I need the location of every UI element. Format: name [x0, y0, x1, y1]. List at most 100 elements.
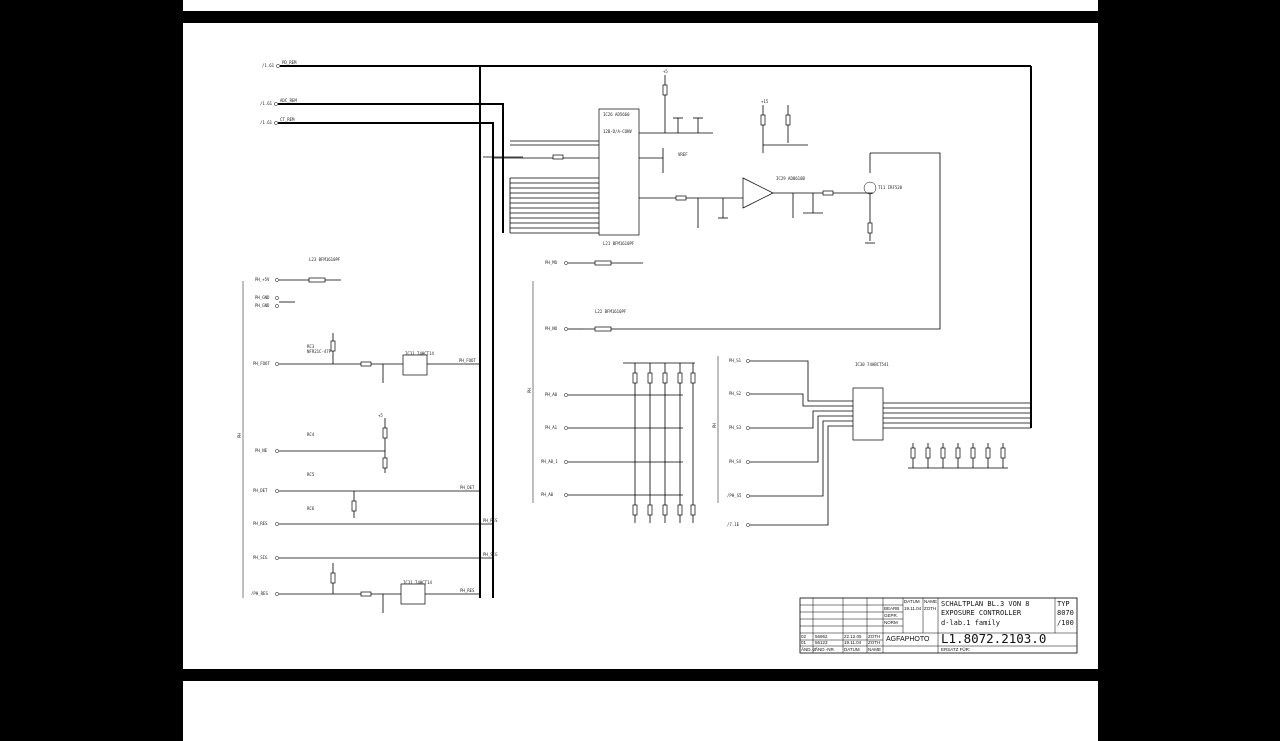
svg-text:d-lab.1 family: d-lab.1 family	[941, 619, 1000, 627]
svg-text:ÄND.-NR.: ÄND.-NR.	[815, 646, 835, 652]
svg-text:PH_+5V: PH_+5V	[255, 277, 270, 282]
svg-text:PH: PH	[712, 423, 717, 428]
svg-text:/PH_RES: /PH_RES	[251, 591, 268, 596]
svg-text:8070: 8070	[1057, 609, 1074, 617]
input-ph-det: PH_DET PH_DET	[253, 485, 480, 518]
svg-text:TYP: TYP	[1057, 600, 1070, 608]
svg-text:IC30 74ABCT541: IC30 74ABCT541	[855, 362, 889, 367]
svg-text:/1.61: /1.61	[262, 63, 275, 68]
svg-text:DATUM: DATUM	[844, 647, 860, 652]
svg-text:SCHALTPLAN BL.3 VON 8: SCHALTPLAN BL.3 VON 8	[941, 600, 1030, 608]
right-inputs: PH_S1 PH_S2 PH_S3 PH_S4 /PH_S5 /7.1E	[727, 358, 853, 527]
svg-text:22.12.05: 22.12.05	[844, 634, 862, 639]
svg-text:12B-D/A-CONV: 12B-D/A-CONV	[603, 129, 632, 134]
svg-text:PH_RES: PH_RES	[460, 588, 475, 593]
svg-text:IC31 74HCT14: IC31 74HCT14	[405, 351, 434, 356]
svg-text:19.11.04: 19.11.04	[844, 640, 862, 645]
input-ph-gnd: PH_GND PH_GND	[255, 295, 295, 308]
svg-text:RC4: RC4	[307, 432, 315, 437]
svg-text:BEARB: BEARB	[884, 606, 899, 611]
svg-text:ÄND.-Z: ÄND.-Z	[801, 646, 816, 652]
svg-text:ERSATZ FÜR:: ERSATZ FÜR:	[941, 646, 970, 652]
svg-text:PH_DET: PH_DET	[460, 485, 475, 490]
input-ph-5v: PH_+5V L23 BFM1610PF	[255, 257, 341, 283]
svg-text:+15: +15	[761, 99, 769, 104]
input-ph-no: PH_NO L22 BFM1610PF	[545, 309, 627, 332]
bus-input-pd-rem: /1.61 PD_REM	[262, 60, 1031, 68]
svg-text:ZOTH: ZOTH	[868, 634, 880, 639]
schematic-sheet: /1.61 PD_REM /1.61 ADC_REM /1.61 CT_REM …	[183, 23, 1098, 669]
svg-text:/100: /100	[1057, 619, 1074, 627]
svg-text:56123: 56123	[815, 640, 828, 645]
svg-text:PH_NO: PH_NO	[545, 326, 558, 331]
svg-text:L22 BFM1610PF: L22 BFM1610PF	[595, 309, 627, 314]
svg-text:19.11.04: 19.11.04	[904, 606, 922, 611]
svg-text:CT_REM: CT_REM	[280, 117, 295, 122]
svg-text:VREF: VREF	[678, 152, 688, 157]
svg-text:02: 02	[801, 634, 807, 639]
svg-text:+5: +5	[663, 69, 668, 74]
svg-text:PH_A1: PH_A1	[545, 425, 558, 430]
svg-text:IC31 74HCT14: IC31 74HCT14	[403, 580, 432, 585]
svg-text:PH_DET: PH_DET	[253, 488, 268, 493]
svg-text:PH_RES: PH_RES	[483, 518, 498, 523]
mid-inputs: PH_A0 PH_A1 PH_A0_1 PH_A0	[541, 392, 683, 497]
svg-text:T11 IRF520: T11 IRF520	[878, 185, 903, 190]
svg-text:DATUM: DATUM	[904, 599, 920, 604]
svg-text:L1.8072.2103.0: L1.8072.2103.0	[941, 631, 1046, 646]
svg-text:RC6: RC6	[307, 506, 315, 511]
svg-text:NAME: NAME	[924, 599, 937, 604]
svg-text:+5: +5	[378, 413, 383, 418]
bus-input-ct-rem: /1.61 CT_REM	[260, 117, 494, 598]
svg-text:PH_S1: PH_S1	[729, 358, 742, 363]
svg-text:56962: 56962	[815, 634, 828, 639]
svg-text:PH_S4: PH_S4	[729, 459, 742, 464]
svg-text:PH_A0_1: PH_A0_1	[541, 459, 558, 464]
svg-text:EXPOSURE CONTROLLER: EXPOSURE CONTROLLER	[941, 609, 1022, 617]
svg-text:PH_GND: PH_GND	[255, 295, 270, 300]
ic30-buffer: IC30 74ABCT541	[852, 362, 1031, 441]
svg-text:PH_SIG: PH_SIG	[253, 555, 268, 560]
svg-text:L21 BFM1610PF: L21 BFM1610PF	[603, 241, 635, 246]
input-ph-res-inv: /PH_RES IC31 74HCT14 PH_RES	[251, 563, 480, 613]
svg-text:/7.1E: /7.1E	[727, 522, 740, 527]
previous-sheet-edge	[183, 0, 1098, 11]
svg-text:PH_MO: PH_MO	[545, 260, 558, 265]
input-ph-mo: PH_MO	[545, 260, 643, 266]
svg-text:/1.61: /1.61	[260, 101, 273, 106]
svg-text:IC26 AD5660: IC26 AD5660	[603, 112, 630, 117]
svg-text:NORM: NORM	[884, 620, 898, 625]
input-ph-foot: PH_FOOT IC31 74HCT14 PH_FOOT	[253, 333, 480, 383]
svg-text:PH_FOOT: PH_FOOT	[253, 361, 270, 366]
ic26-dac: IC26 AD5660 12B-D/A-CONV	[598, 108, 640, 236]
svg-text:NFR21C-47P: NFR21C-47P	[307, 349, 332, 354]
svg-text:L23 BFM1610PF: L23 BFM1610PF	[309, 257, 341, 262]
svg-text:PH_S2: PH_S2	[729, 391, 742, 396]
svg-text:ADC_REM: ADC_REM	[280, 98, 297, 103]
svg-text:IC29 AD8610B: IC29 AD8610B	[776, 176, 805, 181]
input-ph-sig: PH_SIG PH_SIG	[253, 552, 498, 560]
svg-text:GEPR.: GEPR.	[884, 613, 898, 618]
svg-text:ZOTH: ZOTH	[868, 640, 880, 645]
svg-text:/PH_S5: /PH_S5	[727, 493, 742, 498]
svg-text:PH: PH	[237, 433, 242, 438]
svg-text:PH_SIG: PH_SIG	[483, 552, 498, 557]
svg-text:RC5: RC5	[307, 472, 315, 477]
svg-text:01: 01	[801, 640, 807, 645]
svg-text:PH_RES: PH_RES	[253, 521, 268, 526]
t11-transistor: T11 IRF520	[583, 152, 941, 330]
svg-text:PH: PH	[527, 388, 532, 393]
pullup-resistors-mid	[623, 362, 696, 523]
svg-text:PH_FOOT: PH_FOOT	[459, 358, 476, 363]
svg-text:RC3: RC3	[307, 344, 315, 349]
svg-text:PH_S3: PH_S3	[729, 425, 742, 430]
pulldown-resistors-right	[908, 443, 1008, 469]
svg-text:PH_NE: PH_NE	[255, 448, 268, 453]
svg-text:PH_GND: PH_GND	[255, 303, 270, 308]
title-block: DATUM NAME BEARB 19.11.04 ZOTH GEPR. NOR…	[799, 597, 1078, 654]
schematic-drawing: /1.61 PD_REM /1.61 ADC_REM /1.61 CT_REM …	[237, 60, 1078, 654]
next-sheet-edge	[183, 681, 1098, 741]
svg-text:/1.61: /1.61	[260, 120, 273, 125]
input-ph-res: PH_RES PH_RES	[253, 518, 498, 526]
svg-text:AGFAPHOTO: AGFAPHOTO	[886, 636, 930, 643]
